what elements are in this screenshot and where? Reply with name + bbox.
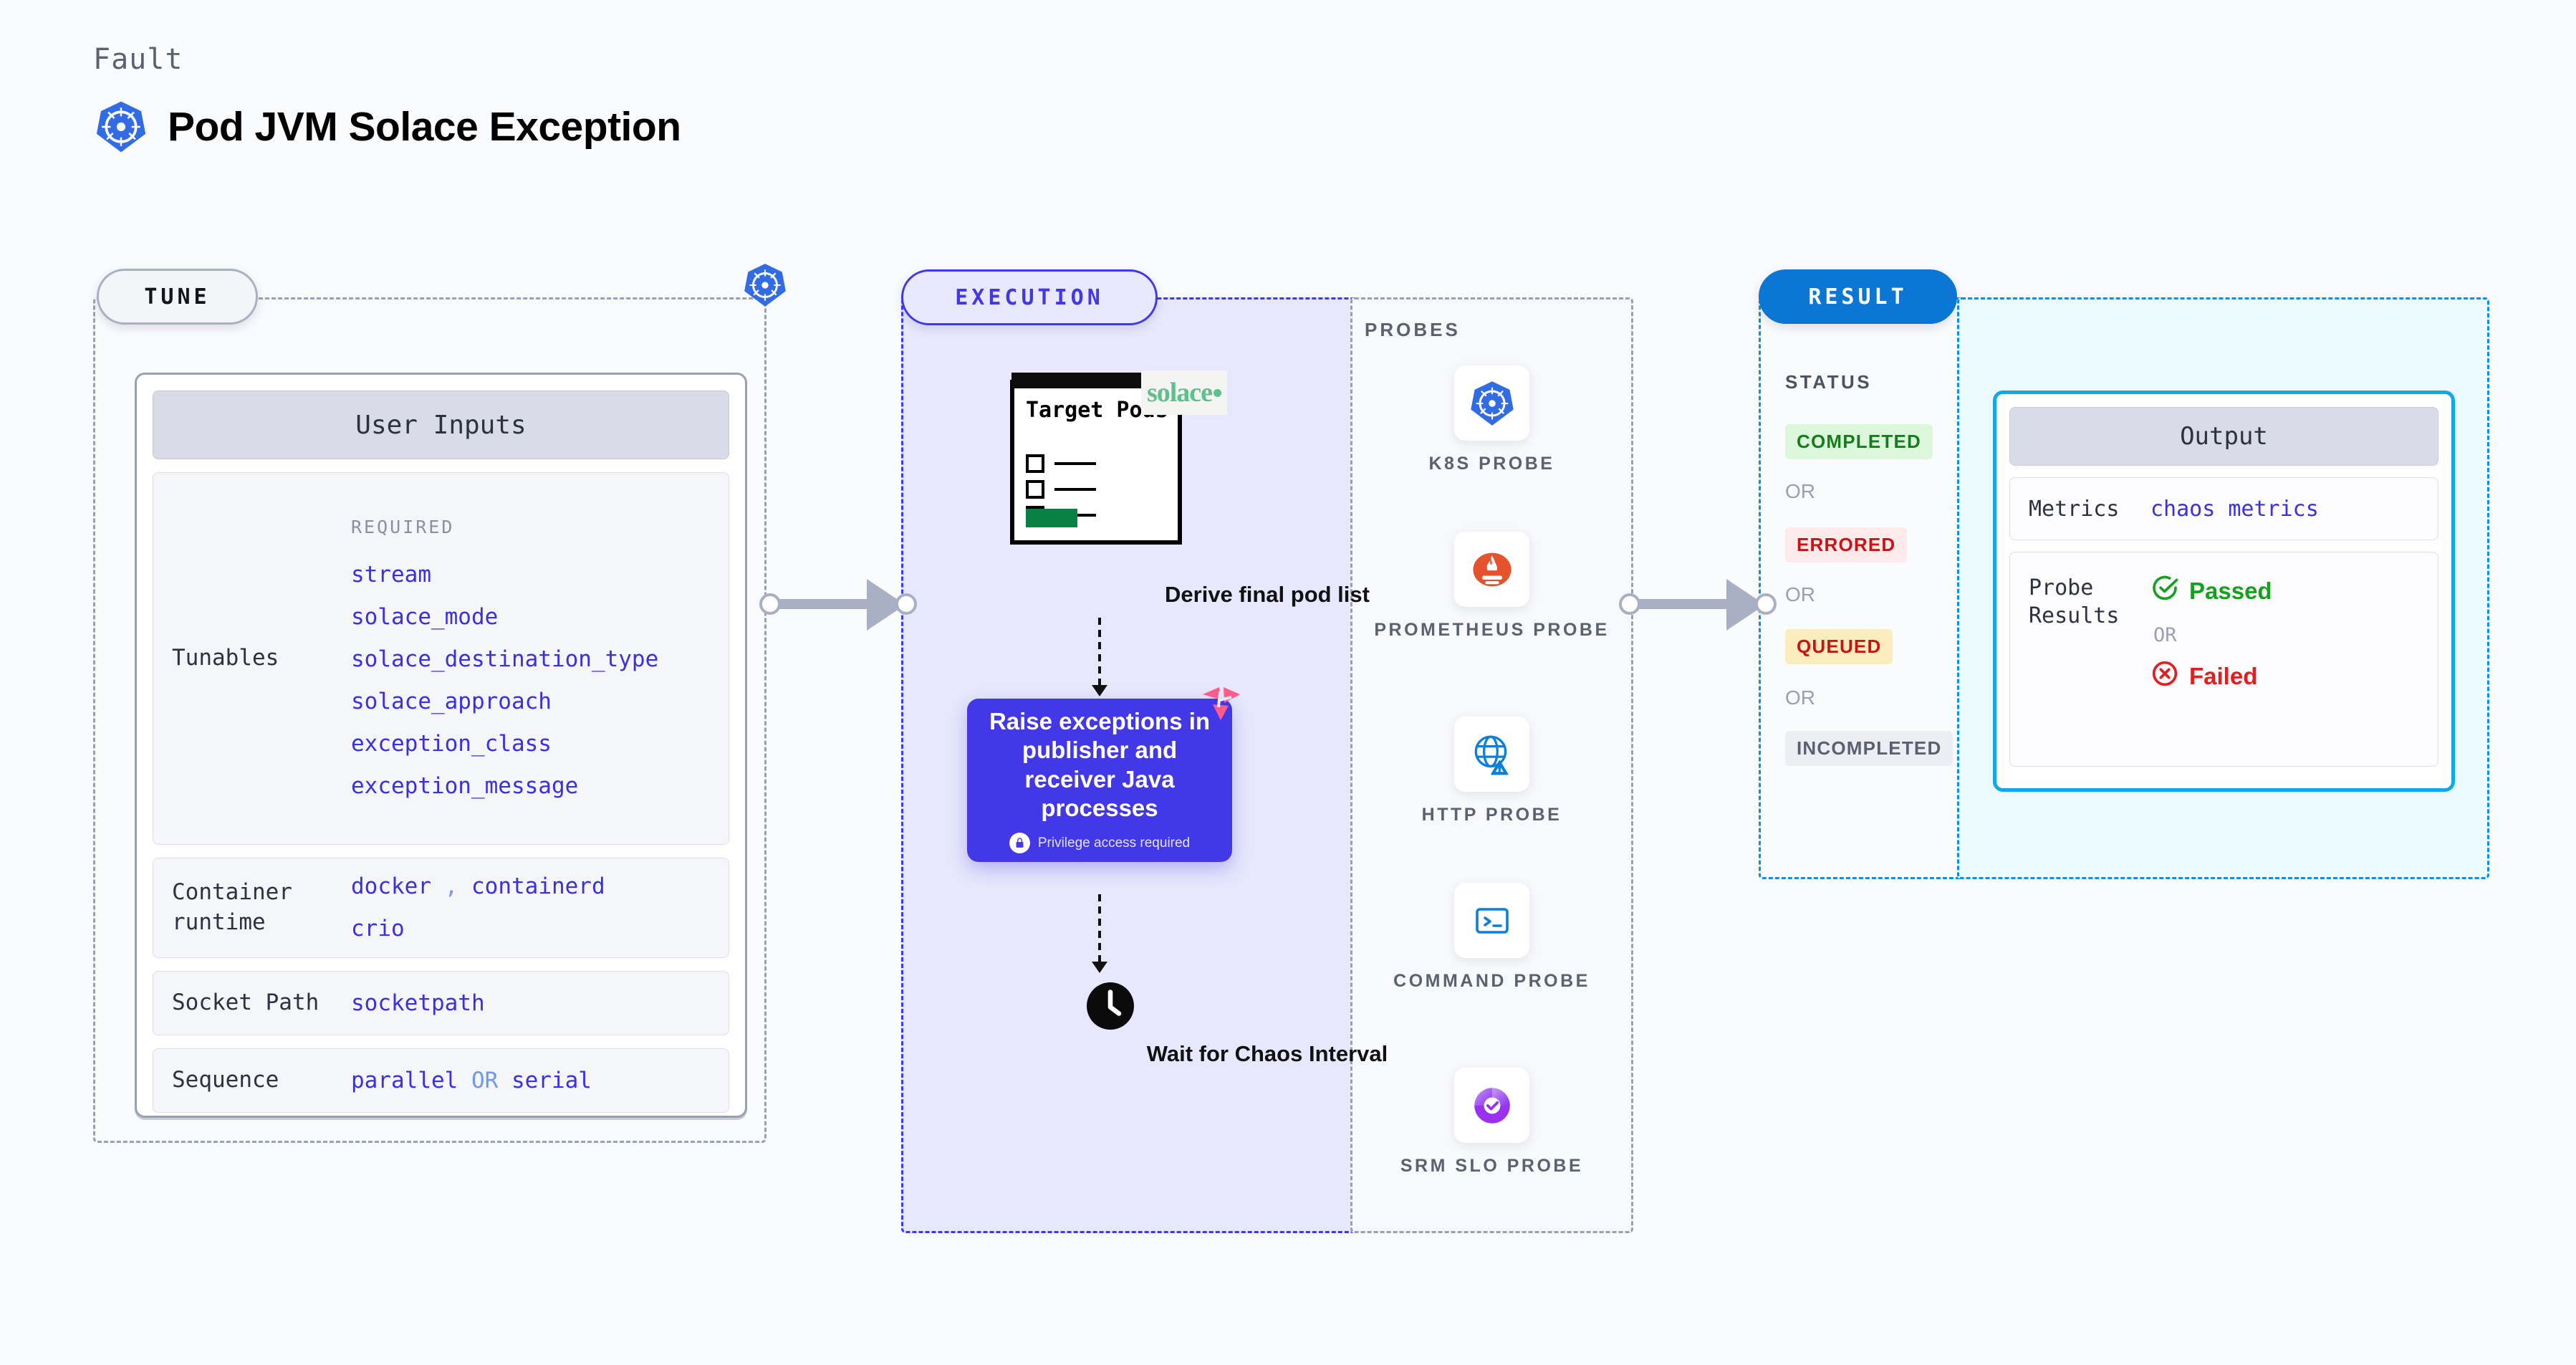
action-card-raise-exceptions: Raise exceptions in publisher and receiv… <box>967 699 1232 862</box>
or-label: OR <box>1785 583 1815 605</box>
table-row: Container runtime docker , containerd cr… <box>153 858 729 958</box>
list-item <box>1026 480 1096 499</box>
progress-bar <box>1026 509 1077 527</box>
row-values: REQUIRED stream solace_mode solace_desti… <box>351 510 658 808</box>
probe-results-values: Passed OR Failed <box>2150 574 2272 694</box>
flow-connector-tune-to-execution <box>759 559 917 645</box>
stage-pill-tune[interactable]: TUNE <box>97 269 258 325</box>
status-badge-queued: QUEUED <box>1785 629 1893 664</box>
probes-section-title: PROBES <box>1365 319 1461 340</box>
tunable-exception-class[interactable]: exception_class <box>351 730 552 757</box>
user-inputs-title: User Inputs <box>153 391 729 459</box>
flow-connector-execution-to-result <box>1619 559 1777 645</box>
terminal-icon <box>1454 883 1529 958</box>
srm-slo-icon <box>1454 1068 1529 1143</box>
or-label: OR <box>1785 686 1815 709</box>
row-label: Socket Path <box>172 990 319 1016</box>
x-circle-icon <box>2150 659 2179 694</box>
connector-node <box>1755 593 1777 615</box>
output-title: Output <box>2009 407 2438 466</box>
row-values: parallel OR serial <box>351 1060 592 1102</box>
metrics-value[interactable]: chaos metrics <box>2150 496 2319 522</box>
metrics-label: Metrics <box>2029 496 2120 522</box>
probe-label: K8S PROBE <box>1428 454 1555 474</box>
tune-stage-area <box>93 297 766 1143</box>
row-values: docker , containerd crio <box>351 866 605 950</box>
stage-pill-execution[interactable]: EXECUTION <box>901 269 1158 325</box>
globe-warning-icon <box>1454 717 1529 792</box>
probe-label: HTTP PROBE <box>1421 805 1562 825</box>
page-header: Fault Pod JVM Solace Exception <box>93 43 681 155</box>
row-values: socketpath <box>351 982 485 1025</box>
stage-pill-result[interactable]: RESULT <box>1759 269 1957 324</box>
table-row: Metrics chaos metrics <box>2009 477 2438 540</box>
row-label: Sequence <box>172 1067 279 1093</box>
probe-http[interactable]: HTTP PROBE <box>1350 717 1633 828</box>
probe-result-failed: Failed <box>2150 659 2272 694</box>
title-row: Pod JVM Solace Exception <box>93 99 681 155</box>
connector-node <box>759 593 781 615</box>
sequence-serial[interactable]: serial <box>511 1067 592 1093</box>
table-row: Socket Path socketpath <box>153 971 729 1035</box>
kubernetes-icon <box>1454 365 1529 441</box>
runtime-docker[interactable]: docker <box>351 873 431 900</box>
table-row: Tunables REQUIRED stream solace_mode sol… <box>153 472 729 845</box>
tunable-exception-message[interactable]: exception_message <box>351 772 579 799</box>
kubernetes-icon <box>93 99 149 155</box>
row-label: Tunables <box>172 645 279 671</box>
status-badge-errored: ERRORED <box>1785 527 1908 562</box>
runtime-containerd[interactable]: containerd <box>471 873 605 900</box>
required-label: REQUIRED <box>351 516 455 537</box>
clock-icon <box>1085 980 1136 1032</box>
connector-node <box>1619 593 1640 615</box>
output-card: Output Metrics chaos metrics Probe Resul… <box>1993 391 2455 792</box>
kubernetes-icon <box>741 262 789 312</box>
table-row: Sequence parallel OR serial <box>153 1048 729 1113</box>
page-title: Pod JVM Solace Exception <box>168 104 681 150</box>
flow-arrow-down <box>1092 618 1107 696</box>
or-label: OR <box>1785 480 1815 502</box>
socketpath-value[interactable]: socketpath <box>351 990 485 1016</box>
prometheus-icon <box>1454 532 1529 607</box>
derive-pod-list-label: Derive final pod list <box>1165 582 1370 607</box>
probe-k8s[interactable]: K8S PROBE <box>1350 365 1633 476</box>
lock-icon <box>1009 833 1030 853</box>
card-topbar <box>1011 373 1181 388</box>
probe-label: SRM SLO PROBE <box>1400 1156 1584 1176</box>
fault-kicker: Fault <box>93 43 183 76</box>
value-separator: OR <box>471 1067 499 1093</box>
probe-label: PROMETHEUS PROBE <box>1374 620 1610 640</box>
connector-node <box>895 593 917 615</box>
probe-label: COMMAND PROBE <box>1393 971 1590 991</box>
probe-result-passed: Passed <box>2150 574 2272 608</box>
row-label: Container runtime <box>172 879 292 935</box>
runtime-crio[interactable]: crio <box>351 916 405 942</box>
privilege-note: Privilege access required <box>1009 833 1190 853</box>
or-label: OR <box>2153 624 2177 646</box>
check-circle-icon <box>2150 574 2179 608</box>
tunable-stream[interactable]: stream <box>351 562 431 588</box>
checkbox-icon <box>1026 454 1044 473</box>
status-badge-incompleted: INCOMPLETED <box>1785 731 1953 766</box>
list-item <box>1026 454 1096 473</box>
probe-srm-slo[interactable]: SRM SLO PROBE <box>1350 1068 1633 1179</box>
tunable-solace-mode[interactable]: solace_mode <box>351 603 499 630</box>
probe-results-label: Probe Results <box>2029 575 2120 628</box>
flow-arrow-down <box>1092 894 1107 973</box>
tunable-solace-destination-type[interactable]: solace_destination_type <box>351 646 659 672</box>
litmus-logo-icon <box>1200 684 1241 722</box>
status-section-title: STATUS <box>1785 371 1873 393</box>
user-inputs-card: User Inputs Tunables REQUIRED stream sol… <box>135 373 747 1118</box>
wait-chaos-interval-label: Wait for Chaos Interval <box>1146 1041 1388 1066</box>
sequence-parallel[interactable]: parallel <box>351 1067 458 1093</box>
table-row: Probe Results Passed OR Failed <box>2009 552 2438 767</box>
solace-logo-icon: solace <box>1141 370 1227 415</box>
value-separator: , <box>444 873 458 900</box>
probe-command[interactable]: COMMAND PROBE <box>1350 883 1633 994</box>
checkbox-icon <box>1026 480 1044 499</box>
status-badge-completed: COMPLETED <box>1785 424 1933 459</box>
tunable-solace-approach[interactable]: solace_approach <box>351 688 552 714</box>
probe-prometheus[interactable]: PROMETHEUS PROBE <box>1350 532 1633 643</box>
